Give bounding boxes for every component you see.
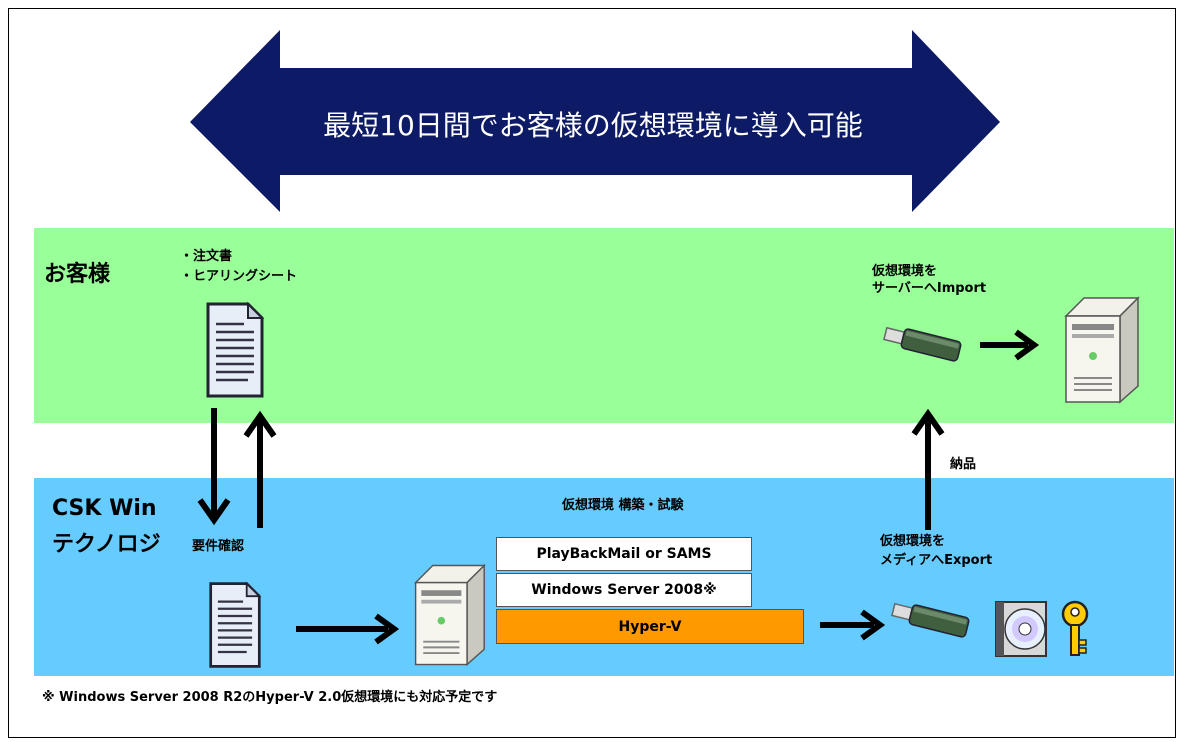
document-icon <box>209 581 262 668</box>
footnote: ※ Windows Server 2008 R2のHyper-V 2.0仮想環境… <box>42 690 498 705</box>
csk-label-line1: CSK Win <box>52 496 157 521</box>
export-label-line1: 仮想環境を <box>880 534 946 549</box>
import-label-line1: 仮想環境を <box>872 264 938 279</box>
order-form-label: ・注文書 <box>180 249 233 264</box>
build-title: 仮想環境 構築・試験 <box>562 498 684 513</box>
delivery-label: 納品 <box>950 457 977 472</box>
key-icon <box>1061 600 1089 656</box>
hearing-sheet-label: ・ヒアリングシート <box>180 269 298 284</box>
usb-drive-icon <box>883 326 962 362</box>
timeline-double-arrow <box>190 30 1000 212</box>
stack-hyperv-layer: Hyper-V <box>496 609 804 644</box>
requirements-label: 要件確認 <box>192 539 245 554</box>
export-label-line2: メディアへExport <box>880 553 993 568</box>
document-icon <box>206 301 265 398</box>
cd-icon <box>995 601 1047 657</box>
delivery-arrow <box>911 408 945 530</box>
customer-label: お客様 <box>44 262 111 287</box>
server-icon <box>413 563 486 667</box>
export-arrow <box>820 609 886 641</box>
stack-app-layer: PlayBackMail or SAMS <box>496 537 752 571</box>
usb-drive-icon <box>891 602 970 638</box>
stack-os-layer: Windows Server 2008※ <box>496 573 752 607</box>
import-label-line2: サーバーへImport <box>872 281 987 296</box>
requirements-arrows <box>197 408 277 528</box>
build-arrow <box>296 613 400 645</box>
banner-text: 最短10日間でお客様の仮想環境に導入可能 <box>323 109 863 142</box>
csk-label-line2: テクノロジ <box>52 532 161 557</box>
server-icon <box>1064 296 1140 404</box>
import-arrow <box>980 329 1040 361</box>
diagram-frame <box>8 8 1176 738</box>
